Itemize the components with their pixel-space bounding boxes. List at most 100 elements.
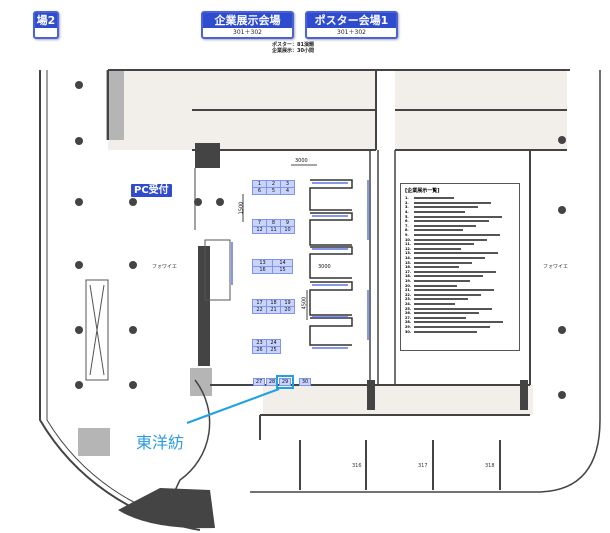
item-name bbox=[414, 266, 459, 269]
item-name bbox=[414, 261, 472, 264]
booth[interactable]: 10 bbox=[281, 227, 294, 233]
exhibitor-list-item: 19. bbox=[405, 279, 515, 284]
booth[interactable]: 8 bbox=[267, 220, 280, 226]
item-number: 21. bbox=[405, 288, 412, 293]
item-number: 18. bbox=[405, 274, 412, 279]
foyer-label: フォワイエ bbox=[152, 264, 177, 270]
item-name bbox=[414, 302, 455, 305]
booth[interactable]: 9 bbox=[281, 220, 294, 226]
item-name bbox=[414, 257, 485, 260]
booth[interactable]: 23 bbox=[253, 340, 266, 346]
item-name bbox=[414, 229, 463, 232]
item-name bbox=[414, 201, 491, 204]
item-number: 15. bbox=[405, 260, 412, 265]
callout-label: 東洋紡 bbox=[136, 433, 185, 452]
item-number: 10. bbox=[405, 237, 412, 242]
dimension-poster: 4500 bbox=[301, 296, 308, 310]
booth[interactable]: 12 bbox=[253, 227, 266, 233]
dimension-top: 3000 bbox=[295, 158, 308, 164]
booth[interactable]: 4 bbox=[281, 188, 294, 194]
item-name bbox=[414, 215, 502, 218]
booth[interactable]: 22 bbox=[253, 307, 266, 313]
item-name bbox=[414, 293, 481, 296]
booth[interactable]: 19 bbox=[281, 300, 294, 306]
item-number: 30. bbox=[405, 329, 412, 334]
item-number: 27. bbox=[405, 315, 412, 320]
item-name bbox=[414, 321, 503, 324]
booth[interactable]: 21 bbox=[267, 307, 280, 313]
exhibitor-list-item: 25. bbox=[405, 306, 515, 311]
item-name bbox=[414, 298, 468, 301]
item-number: 13. bbox=[405, 251, 412, 256]
item-name bbox=[414, 307, 492, 310]
stat-poster: ポスター：81演題 bbox=[272, 42, 314, 48]
item-name bbox=[414, 270, 496, 273]
exhibitor-list-title: [企業展示一覧] bbox=[405, 188, 440, 194]
booth[interactable]: 27 bbox=[253, 378, 265, 386]
booth[interactable]: 25 bbox=[267, 347, 280, 353]
item-number: 25. bbox=[405, 306, 412, 311]
hall-room: 301＋302 bbox=[233, 29, 262, 36]
room-317: 317 bbox=[418, 463, 428, 469]
booth[interactable]: 16 bbox=[253, 267, 272, 273]
item-number: 11. bbox=[405, 242, 412, 247]
booth[interactable]: 5 bbox=[267, 188, 280, 194]
booth[interactable]: 28 bbox=[266, 378, 278, 386]
booth[interactable]: 24 bbox=[267, 340, 280, 346]
booth-highlighted[interactable]: 29 bbox=[276, 375, 294, 389]
exhibitor-list-item: 13. bbox=[405, 251, 515, 256]
booth[interactable]: 14 bbox=[273, 260, 292, 266]
item-number: 12. bbox=[405, 246, 412, 251]
item-number: 16. bbox=[405, 265, 412, 270]
exhibitor-list-item: 11. bbox=[405, 242, 515, 247]
booth[interactable]: 17 bbox=[253, 300, 266, 306]
item-name bbox=[414, 284, 457, 287]
hall-title: 場2 bbox=[35, 13, 57, 28]
item-number: 7. bbox=[405, 223, 409, 228]
booth[interactable]: 2 bbox=[267, 181, 280, 187]
item-name bbox=[414, 197, 454, 200]
booth[interactable]: 11 bbox=[267, 227, 280, 233]
booth[interactable]: 20 bbox=[281, 307, 294, 313]
exhibitor-list-item: 9. bbox=[405, 233, 515, 238]
item-name bbox=[414, 238, 487, 241]
item-number: 20. bbox=[405, 283, 412, 288]
item-number: 14. bbox=[405, 256, 412, 261]
item-number: 24. bbox=[405, 301, 412, 306]
item-name bbox=[414, 275, 483, 278]
booth[interactable]: 6 bbox=[253, 188, 266, 194]
exhibitor-list-item: 22. bbox=[405, 292, 515, 297]
dimension-middle: 3000 bbox=[318, 264, 331, 270]
booth[interactable]: 18 bbox=[267, 300, 280, 306]
item-name bbox=[414, 330, 477, 333]
exhibitor-list-item: 16. bbox=[405, 265, 515, 270]
hall-stats: ポスター：81演題 企業展示：30小間 bbox=[272, 42, 314, 54]
exhibitor-list-item: 20. bbox=[405, 283, 515, 288]
item-name bbox=[414, 289, 494, 292]
booth[interactable]: 3 bbox=[281, 181, 294, 187]
booth[interactable]: 26 bbox=[253, 347, 266, 353]
item-number: 26. bbox=[405, 311, 412, 316]
booth[interactable]: 30 bbox=[299, 378, 311, 386]
exhibitor-list-item: 30. bbox=[405, 329, 515, 334]
exhibitor-list-item: 27. bbox=[405, 315, 515, 320]
item-name bbox=[414, 243, 474, 246]
hall-tag-2: 場2 bbox=[33, 11, 59, 39]
item-name bbox=[414, 206, 478, 209]
booth[interactable]: 15 bbox=[273, 267, 292, 273]
booth[interactable]: 13 bbox=[253, 260, 272, 266]
booth[interactable]: 7 bbox=[253, 220, 266, 226]
exhibitor-list-item: 24. bbox=[405, 302, 515, 307]
item-name bbox=[414, 224, 476, 227]
item-name bbox=[414, 316, 466, 319]
item-number: 5. bbox=[405, 214, 409, 219]
hall-title: ポスター会場1 bbox=[307, 13, 396, 28]
exhibitor-list-item: 15. bbox=[405, 260, 515, 265]
exhibitor-list-item: 29. bbox=[405, 325, 515, 330]
booth[interactable]: 1 bbox=[253, 181, 266, 187]
